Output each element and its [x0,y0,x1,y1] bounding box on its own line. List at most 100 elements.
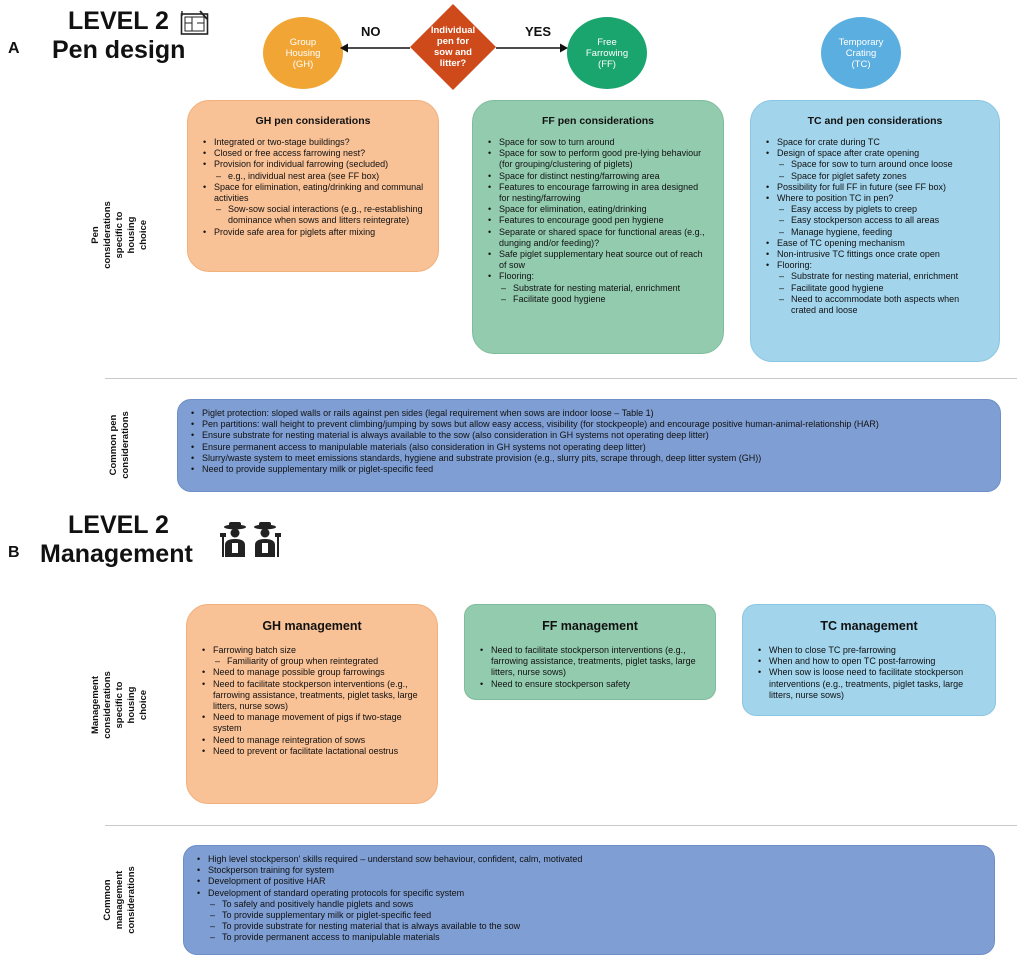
list-item: Design of space after crate opening [765,148,985,159]
panel-b-level: LEVEL 2 [68,511,169,539]
tc-management-box: TC management When to close TC pre-farro… [742,604,996,716]
sub-list-item: To provide permanent access to manipulab… [196,932,982,943]
ff-pen-list: Space for sow to turn aroundSpace for so… [487,137,709,305]
sub-list-item: To provide substrate for nesting materia… [196,921,982,932]
list-item: Safe piglet supplementary heat source ou… [487,249,709,271]
list-item: When sow is loose need to facilitate sto… [757,667,981,701]
decision-question: Individual pen for sow and litter? [430,25,476,69]
yes-label: YES [525,24,552,39]
panel-b-title: Management [40,540,193,568]
gh-pen-title: GH pen considerations [255,115,371,127]
gh-pen-box: GH pen considerations Integrated or two-… [187,100,439,272]
sub-list-item: e.g., individual nest area (see FF box) [202,171,424,182]
tc-pen-list: Space for crate during TCDesign of space… [765,137,985,316]
tc-pen-box: TC and pen considerations Space for crat… [750,100,1000,362]
ff-pen-title: FF pen considerations [541,115,654,127]
list-item: Space for crate during TC [765,137,985,148]
list-item: Need to manage reintegration of sows [201,735,423,746]
gh-management-list: Farrowing batch sizeFamiliarity of group… [201,645,423,757]
list-item: Development of standard operating protoc… [196,888,982,899]
list-item: Integrated or two-stage buildings? [202,137,424,148]
list-item: Space for elimination, eating/drinking [487,204,709,215]
list-item: Need to facilitate stockperson intervent… [201,679,423,713]
panel-a-letter: A [8,40,20,57]
list-item: Need to prevent or facilitate lactationa… [201,746,423,757]
sub-list-item: Easy access by piglets to creep [765,204,985,215]
sub-list-item: To safely and positively handle piglets … [196,899,982,910]
list-item: Slurry/waste system to meet emissions st… [190,453,988,464]
list-item: Stockperson training for system [196,865,982,876]
sub-list-item: Familiarity of group when reintegrated [201,656,423,667]
divider-a [105,378,1017,379]
list-item: Piglet protection: sloped walls or rails… [190,408,988,419]
list-item: Space for distinct nesting/farrowing are… [487,171,709,182]
list-item: Non-intrusive TC fittings once crate ope… [765,249,985,260]
list-item: Ensure permanent access to manipulable m… [190,442,988,453]
list-item: Need to ensure stockperson safety [479,679,701,690]
common-management-box: High level stockperson' skills required … [183,845,995,955]
management-common-side-label: Common management considerations [102,866,138,934]
list-item: Ensure substrate for nesting material is… [190,430,988,441]
list-item: Closed or free access farrowing nest? [202,148,424,159]
ff-management-title: FF management [542,619,638,633]
list-item: Farrowing batch size [201,645,423,656]
sub-list-item: Substrate for nesting material, enrichme… [487,283,709,294]
list-item: Ease of TC opening mechanism [765,238,985,249]
no-label: NO [361,24,381,39]
decision-diamond [410,4,496,90]
common-pen-list: Piglet protection: sloped walls or rails… [190,408,988,475]
sub-list-item: To provide supplementary milk or piglet-… [196,910,982,921]
divider-b [105,825,1017,826]
list-item: Provide safe area for piglets after mixi… [202,227,424,238]
list-item: Pen partitions: wall height to prevent c… [190,419,988,430]
sub-list-item: Need to accommodate both aspects when cr… [765,294,985,316]
group-housing-node: Group Housing (GH) [263,17,343,89]
list-item: Flooring: [487,271,709,282]
common-pen-box: Piglet protection: sloped walls or rails… [177,399,1001,492]
list-item: Features to encourage farrowing in area … [487,182,709,204]
panel-a-title: Pen design [52,36,186,64]
blueprint-icon [180,10,209,35]
flow-arrows [340,43,568,53]
sub-list-item: Facilitate good hygiene [765,283,985,294]
tc-pen-title: TC and pen considerations [807,115,943,127]
list-item: Need to facilitate stockperson intervent… [479,645,701,679]
tc-management-title: TC management [820,619,918,633]
temporary-crating-node: Temporary Crating (TC) [821,17,901,89]
list-item: Space for sow to turn around [487,137,709,148]
group-housing-label: Group Housing (GH) [285,36,321,70]
list-item: Where to position TC in pen? [765,193,985,204]
list-item: Possibility for full FF in future (see F… [765,182,985,193]
list-item: Space for sow to perform good pre-lying … [487,148,709,170]
list-item: Need to manage possible group farrowings [201,667,423,678]
panel-b-letter: B [8,544,20,561]
list-item: Need to manage movement of pigs if two-s… [201,712,423,734]
free-farrowing-node: Free Farrowing (FF) [567,17,647,89]
ff-management-list: Need to facilitate stockperson intervent… [479,645,701,690]
sub-list-item: Easy stockperson access to all areas [765,215,985,226]
list-item: Development of positive HAR [196,876,982,887]
management-specific-side-label: Management considerations specific to ho… [90,671,149,739]
sub-list-item: Manage hygiene, feeding [765,227,985,238]
panel-a-level: LEVEL 2 [68,7,169,35]
list-item: Separate or shared space for functional … [487,227,709,249]
free-farrowing-label: Free Farrowing (FF) [585,36,629,70]
list-item: High level stockperson' skills required … [196,854,982,865]
sub-list-item: Space for piglet safety zones [765,171,985,182]
ff-management-box: FF management Need to facilitate stockpe… [464,604,716,700]
tc-management-list: When to close TC pre-farrowingWhen and h… [757,645,981,701]
ff-pen-box: FF pen considerations Space for sow to t… [472,100,724,354]
pen-specific-side-label: Pen considerations specific to housing c… [90,201,150,269]
list-item: When and how to open TC post-farrowing [757,656,981,667]
list-item: When to close TC pre-farrowing [757,645,981,656]
sub-list-item: Facilitate good hygiene [487,294,709,305]
temporary-crating-label: Temporary Crating (TC) [838,36,884,70]
gh-management-title: GH management [262,619,362,633]
sub-list-item: Space for sow to turn around once loose [765,159,985,170]
sub-list-item: Sow-sow social interactions (e.g., re-es… [202,204,424,226]
list-item: Flooring: [765,260,985,271]
list-item: Space for elimination, eating/drinking a… [202,182,424,204]
list-item: Features to encourage good pen hygiene [487,215,709,226]
common-management-list: High level stockperson' skills required … [196,854,982,944]
gh-management-box: GH management Farrowing batch sizeFamili… [186,604,438,804]
